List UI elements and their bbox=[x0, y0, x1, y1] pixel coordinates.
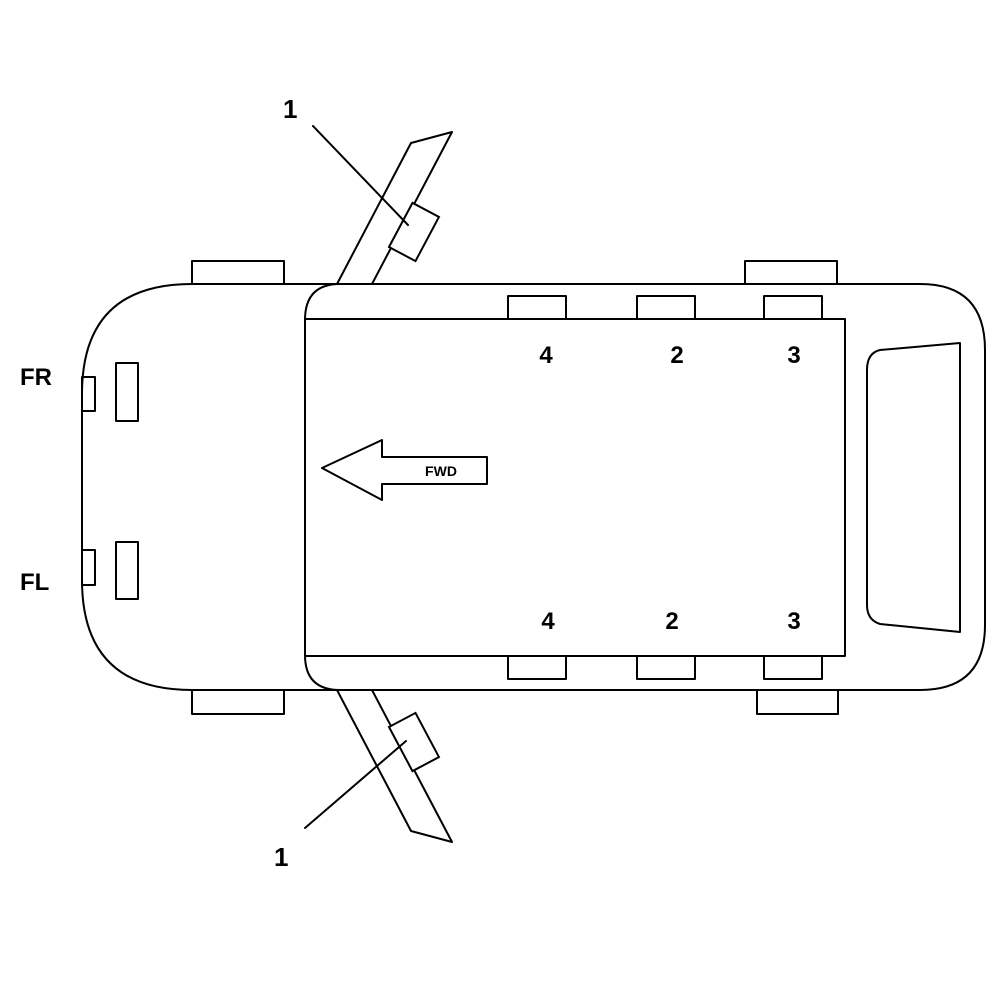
forward-arrow bbox=[321, 439, 488, 501]
sensor-bottom-4 bbox=[507, 655, 567, 680]
cargo-area-outline bbox=[304, 283, 341, 691]
forward-arrow-label: FWD bbox=[425, 463, 457, 479]
sensor-top-3 bbox=[763, 295, 823, 320]
wheel-rear-left bbox=[756, 689, 839, 715]
wheel-rear-right bbox=[744, 260, 838, 285]
front-right-label: FR bbox=[20, 364, 52, 391]
sensor-top-4 bbox=[507, 295, 567, 320]
top-row-label-3: 3 bbox=[787, 342, 800, 369]
rear-window bbox=[866, 342, 961, 633]
sensor-top-2 bbox=[636, 295, 696, 320]
wheel-front-left bbox=[191, 689, 285, 715]
vehicle-body-outline bbox=[81, 283, 986, 691]
sensor-bottom-2 bbox=[636, 655, 696, 680]
callout-leader-bottom bbox=[304, 740, 407, 829]
wheel-front-right bbox=[191, 260, 285, 285]
top-row-label-4: 4 bbox=[539, 342, 553, 369]
floor-panel bbox=[304, 318, 846, 657]
front-left-label: FL bbox=[20, 569, 49, 596]
door-front-left-sensor bbox=[387, 711, 441, 773]
bottom-row-label-2: 2 bbox=[665, 608, 678, 635]
sensor-bottom-3 bbox=[763, 655, 823, 680]
door-front-right-sensor bbox=[387, 201, 441, 263]
headlight-right-large bbox=[115, 362, 139, 422]
callout-label-top: 1 bbox=[283, 94, 297, 124]
callout-leader-top bbox=[312, 125, 409, 226]
top-row-label-2: 2 bbox=[670, 342, 683, 369]
bottom-row-label-4: 4 bbox=[541, 608, 555, 635]
headlight-left-small bbox=[81, 549, 96, 586]
bottom-row-label-3: 3 bbox=[787, 608, 800, 635]
headlight-left-large bbox=[115, 541, 139, 600]
callout-label-bottom: 1 bbox=[274, 842, 288, 872]
door-front-left-open bbox=[336, 689, 453, 843]
door-front-right-open bbox=[336, 131, 453, 285]
headlight-right-small bbox=[81, 376, 96, 412]
